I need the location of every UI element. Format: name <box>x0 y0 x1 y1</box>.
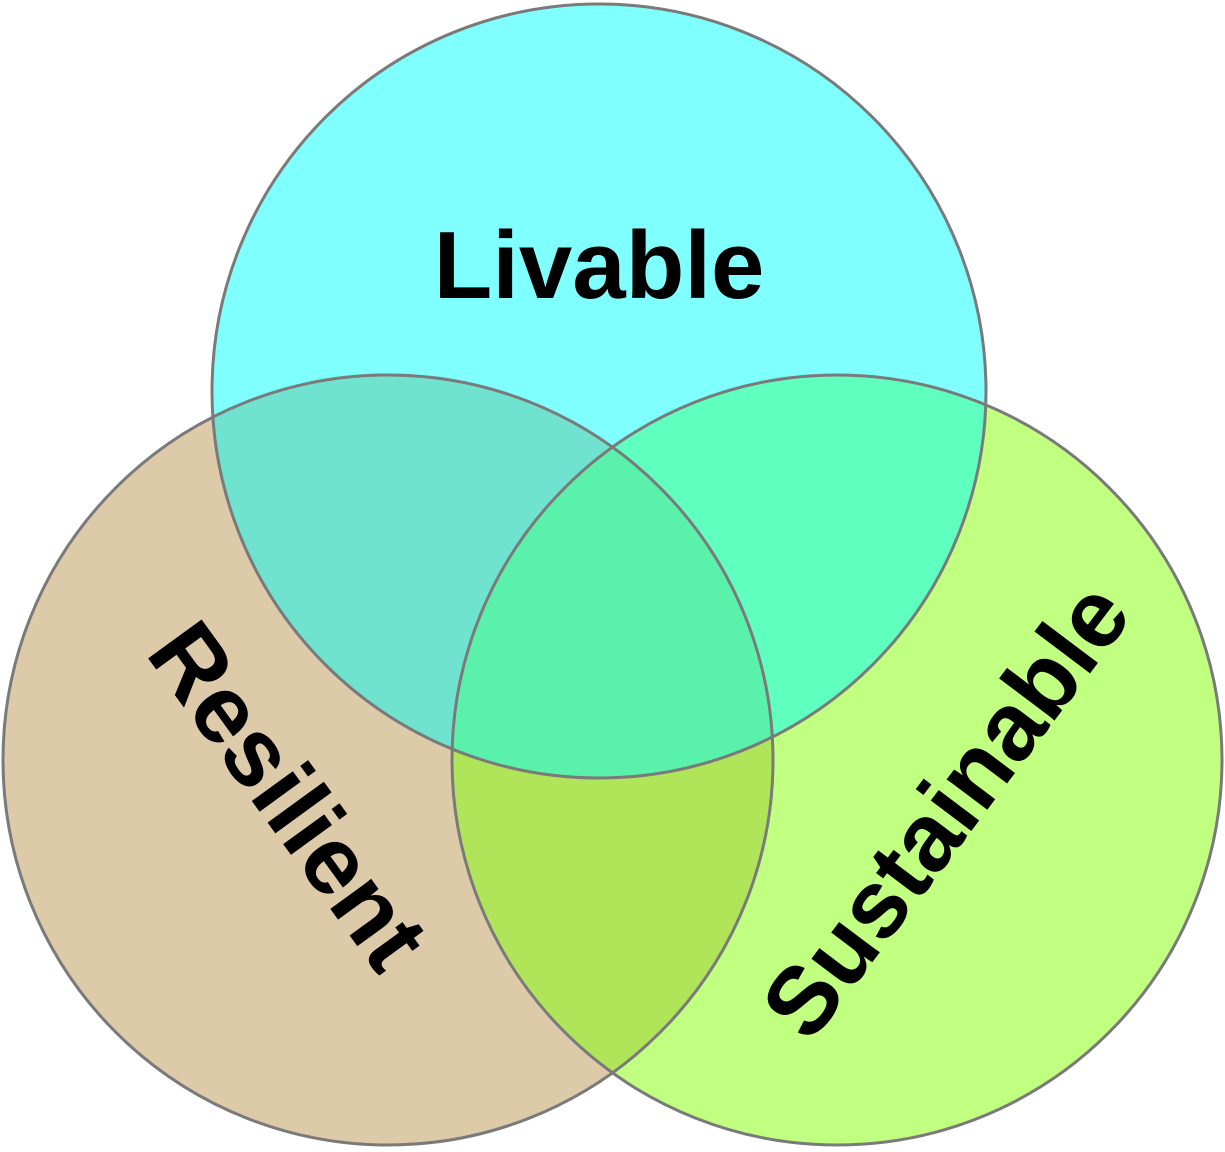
livable-label: Livable <box>434 212 765 319</box>
